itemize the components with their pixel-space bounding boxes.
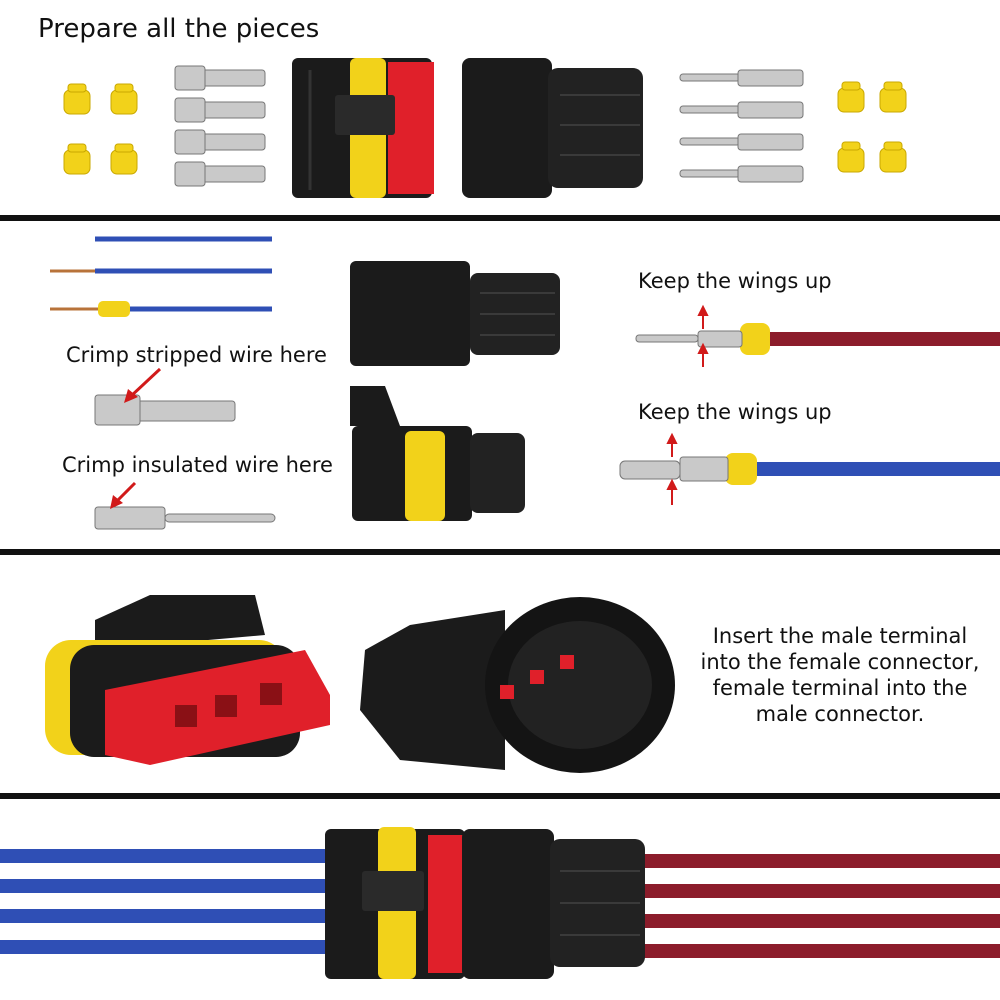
female-terminal-icon (619, 456, 729, 482)
instruction-line: into the female connector, (700, 650, 980, 674)
female-connector-icon (292, 58, 434, 198)
insert-instructions: Insert the male terminal into the female… (700, 623, 980, 727)
female-terminal-icon (174, 65, 266, 187)
female-connector-icon (45, 595, 330, 765)
pieces-illustration (63, 58, 907, 198)
insert-illustration (45, 595, 675, 773)
wire-icon (50, 236, 272, 317)
wire-icon (740, 323, 1000, 355)
male-connector-icon (462, 58, 643, 198)
divider (0, 215, 1000, 221)
wire-icon (0, 849, 330, 954)
divider (0, 793, 1000, 799)
female-connector-icon (325, 827, 466, 979)
panel-prepare-pieces: Prepare all the pieces (0, 0, 1000, 215)
male-terminal-icon (679, 69, 804, 183)
label-crimp-insulated: Crimp insulated wire here (62, 453, 333, 477)
yellow-seal-icon (837, 81, 907, 173)
female-terminal-icon (94, 394, 236, 426)
red-arrow-icon (110, 495, 123, 509)
label-wings-up-top: Keep the wings up (638, 269, 832, 293)
red-arrow-icon (666, 432, 678, 505)
male-connector-icon (350, 261, 560, 366)
red-arrow-icon (697, 304, 709, 367)
female-connector-icon (350, 386, 525, 521)
assembled-illustration (0, 827, 1000, 979)
panel-assembled (0, 799, 1000, 1000)
male-terminal-icon (94, 506, 276, 530)
male-terminal-icon (635, 330, 743, 348)
panel-title: Prepare all the pieces (38, 14, 320, 44)
red-arrow-icon (124, 389, 138, 403)
instruction-line: female terminal into the (712, 676, 968, 700)
male-connector-icon (360, 597, 675, 773)
panel-crimp: Crimp stripped wire here Crimp insulated… (0, 221, 1000, 549)
wire-icon (640, 854, 1000, 958)
red-arrow-icon (128, 367, 162, 399)
instruction-line: male connector. (755, 702, 925, 726)
panel-insert: Insert the male terminal into the female… (0, 555, 1000, 793)
crimp-illustration (50, 236, 1000, 530)
instruction-line: Insert the male terminal (712, 624, 968, 648)
male-connector-icon (462, 829, 645, 979)
divider (0, 549, 1000, 555)
label-wings-up-bottom: Keep the wings up (638, 400, 832, 424)
yellow-seal-icon (63, 83, 138, 175)
wire-icon (725, 453, 1000, 485)
label-crimp-stripped: Crimp stripped wire here (66, 343, 327, 367)
